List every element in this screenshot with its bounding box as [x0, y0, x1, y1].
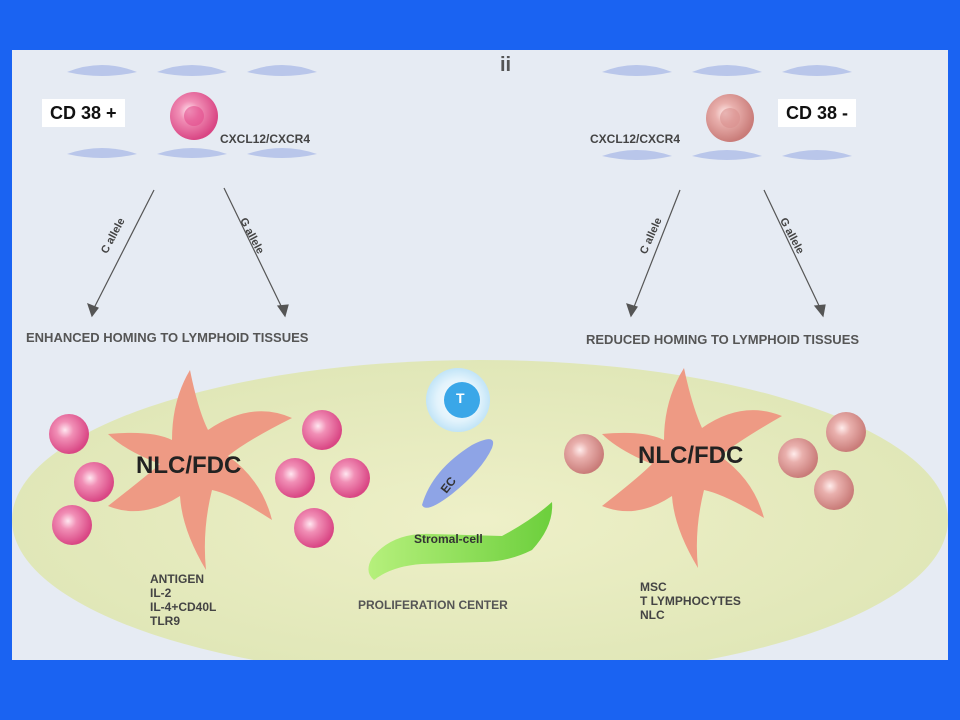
t-cell	[444, 382, 480, 418]
endothelium-bottom-right	[602, 150, 852, 160]
cell-type-item: T LYMPHOCYTES	[640, 594, 741, 608]
right-cells-list: MSC T LYMPHOCYTES NLC	[640, 580, 741, 622]
cd38-negative-cells	[564, 412, 866, 510]
panel-roman-numeral: ii	[500, 54, 512, 76]
cd38-positive-label: CD 38 +	[42, 99, 125, 127]
chemokine-label-left: CXCL12/CXCR4	[220, 132, 311, 146]
nlc-fdc-right-shape	[602, 368, 782, 568]
reduced-homing-label: REDUCED HOMING TO LYMPHOID TISSUES	[586, 332, 860, 347]
stimulus-item: IL-2	[150, 586, 172, 600]
cd38-negative-label: CD 38 -	[778, 99, 857, 127]
stimulus-item: ANTIGEN	[150, 572, 204, 586]
stromal-cell-label: Stromal-cell	[414, 532, 483, 546]
diagram-graphics	[12, 65, 948, 660]
cell-type-item: NLC	[640, 608, 665, 622]
ec-cell	[422, 439, 494, 508]
chemokine-label-right: CXCL12/CXCR4	[590, 132, 681, 146]
nlc-fdc-label-left: NLC/FDC	[136, 452, 242, 479]
endothelium-top-left	[67, 65, 317, 76]
stimulus-item: IL-4+CD40L	[150, 600, 217, 614]
nlc-fdc-label-right: NLC/FDC	[638, 442, 744, 469]
stromal-cell-shape	[368, 502, 553, 580]
t-cell-label: T	[456, 390, 465, 406]
proliferation-center-label: PROLIFERATION CENTER	[358, 598, 508, 612]
left-stimuli-list: ANTIGEN IL-2 IL-4+CD40L TLR9	[150, 572, 216, 628]
stimulus-item: TLR9	[150, 614, 180, 628]
diagram-panel: ii CXCL12/CXCR4 CXCL12/CXCR4 C allele G …	[12, 50, 948, 660]
nlc-fdc-left-shape	[108, 370, 292, 570]
cd38-positive-cells	[49, 410, 370, 548]
enhanced-homing-label: ENHANCED HOMING TO LYMPHOID TISSUES	[26, 330, 309, 345]
endothelium-bottom-left	[67, 148, 317, 158]
endothelium-top-right	[602, 65, 852, 76]
cell-type-item: MSC	[640, 580, 667, 594]
allele-arrows	[87, 187, 826, 318]
